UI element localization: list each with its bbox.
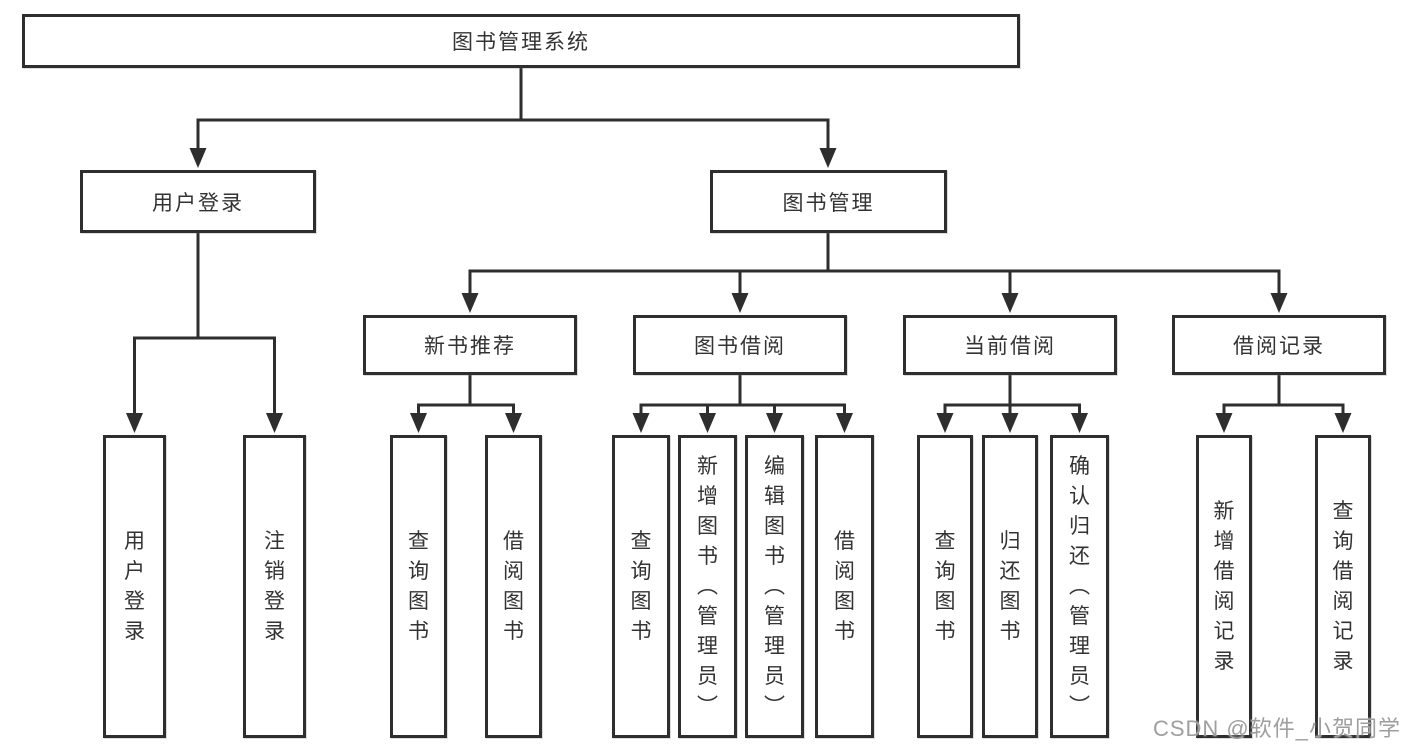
arrowhead-down-icon	[632, 413, 650, 433]
node-leaf-add-borrow-record: 新增借阅记录	[1196, 435, 1252, 738]
arrowhead-down-icon	[1071, 413, 1088, 433]
node-label: 新增图书︵管理员︶	[697, 454, 718, 718]
node-leaf-borrow-books-recommend: 借阅图书	[485, 435, 542, 738]
node-label: 借阅图书	[834, 529, 855, 643]
node-leaf-user-login: 用户登录	[103, 435, 166, 738]
node-book-borrowing: 图书借阅	[633, 315, 847, 375]
arrowhead-down-icon	[731, 293, 749, 313]
node-label: 用户登录	[152, 191, 244, 215]
node-label: 查询借阅记录	[1332, 499, 1354, 673]
node-user-login: 用户登录	[80, 170, 316, 233]
node-library-management-system: 图书管理系统	[22, 14, 1020, 68]
node-label: 新书推荐	[424, 335, 516, 358]
arrowhead-down-icon	[1215, 413, 1233, 433]
arrowhead-down-icon	[1270, 293, 1288, 313]
node-label: 当前借阅	[964, 335, 1056, 358]
node-leaf-edit-books-admin: 编辑图书︵管理员︶	[745, 435, 804, 738]
arrowhead-down-icon	[1001, 293, 1019, 313]
node-leaf-query-borrow-record: 查询借阅记录	[1315, 435, 1371, 738]
arrowhead-down-icon	[126, 413, 143, 433]
node-leaf-query-books-recommend: 查询图书	[390, 435, 447, 738]
node-borrowing-records: 借阅记录	[1172, 315, 1386, 375]
arrowhead-down-icon	[936, 413, 954, 433]
node-label: 借阅图书	[503, 529, 524, 643]
node-label: 归还图书	[999, 529, 1021, 643]
node-label: 查询图书	[934, 529, 956, 643]
node-leaf-confirm-return-admin: 确认归还︵管理员︶	[1050, 435, 1109, 738]
node-label: 借阅记录	[1233, 335, 1325, 358]
node-label: 查询图书	[630, 529, 652, 643]
node-label: 编辑图书︵管理员︶	[764, 454, 785, 718]
node-label: 图书借阅	[694, 335, 786, 358]
node-leaf-add-books-admin: 新增图书︵管理员︶	[678, 435, 737, 738]
node-leaf-return-books: 归还图书	[982, 435, 1038, 738]
node-leaf-query-books-current: 查询图书	[917, 435, 973, 738]
node-label: 图书管理	[782, 191, 875, 215]
arrowhead-down-icon	[266, 413, 283, 433]
node-new-book-recommend: 新书推荐	[363, 315, 577, 375]
arrowhead-down-icon	[189, 148, 207, 168]
node-book-management: 图书管理	[710, 170, 947, 233]
arrowhead-down-icon	[836, 413, 853, 433]
node-label: 注销登录	[264, 529, 285, 643]
arrowhead-down-icon	[410, 413, 427, 433]
arrowhead-down-icon	[1001, 413, 1019, 433]
node-leaf-logout: 注销登录	[243, 435, 306, 738]
node-leaf-borrow-books: 借阅图书	[815, 435, 874, 738]
node-label: 确认归还︵管理员︶	[1069, 454, 1090, 718]
node-label: 查询图书	[408, 529, 429, 643]
csdn-watermark: CSDN @软件_小贺同学	[1152, 716, 1401, 741]
arrowhead-down-icon	[699, 413, 716, 433]
arrowhead-down-icon	[819, 148, 837, 168]
node-label: 新增借阅记录	[1213, 499, 1235, 673]
node-leaf-query-books-borrowing: 查询图书	[612, 435, 670, 738]
arrowhead-down-icon	[766, 413, 783, 433]
arrowhead-down-icon	[505, 413, 522, 433]
arrowhead-down-icon	[461, 293, 479, 313]
node-label: 用户登录	[124, 529, 145, 643]
arrowhead-down-icon	[1334, 413, 1352, 433]
node-label: 图书管理系统	[452, 31, 590, 54]
node-current-borrowing: 当前借阅	[903, 315, 1117, 375]
